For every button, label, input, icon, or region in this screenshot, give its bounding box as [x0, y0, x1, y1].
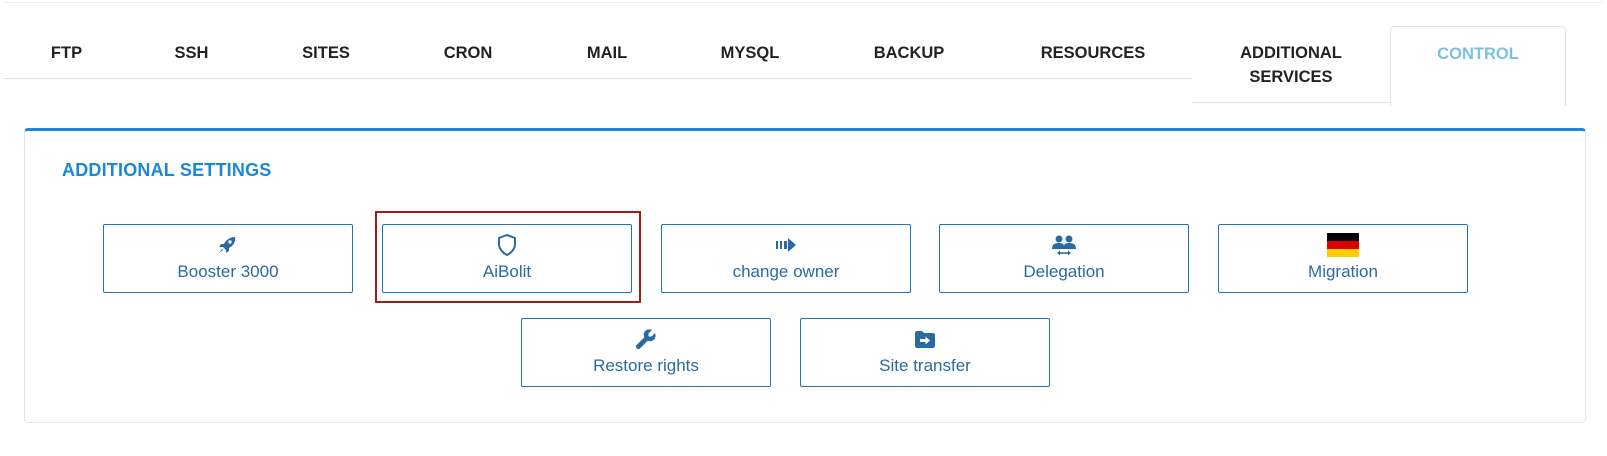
folder-arrow-icon — [905, 327, 945, 351]
tab-additional-services[interactable]: ADDITIONAL SERVICES — [1192, 26, 1390, 103]
top-divider — [4, 2, 1603, 3]
migration-label: Migration — [1308, 262, 1378, 281]
tab-bar: FTP SSH SITES CRON MAIL MYSQL BACKUP RES… — [4, 26, 1600, 106]
tab-ssh[interactable]: SSH — [129, 26, 254, 79]
booster-3000-button[interactable]: Booster 3000 — [103, 224, 353, 293]
tab-mail[interactable]: MAIL — [538, 26, 676, 79]
tab-backup[interactable]: BACKUP — [824, 26, 994, 79]
site-transfer-label: Site transfer — [879, 356, 971, 375]
users-exchange-icon — [1044, 233, 1084, 257]
migration-button[interactable]: Migration — [1218, 224, 1468, 293]
rocket-icon — [208, 233, 248, 257]
tab-sites[interactable]: SITES — [254, 26, 398, 79]
shield-icon — [487, 233, 527, 257]
change-owner-button[interactable]: change owner — [661, 224, 911, 293]
tab-mysql[interactable]: MYSQL — [676, 26, 824, 79]
tab-control[interactable]: CONTROL — [1390, 26, 1566, 106]
panel-title: ADDITIONAL SETTINGS — [62, 160, 272, 180]
restore-rights-button[interactable]: Restore rights — [521, 318, 771, 387]
aibolit-button[interactable]: AiBolit — [382, 224, 632, 293]
wrench-icon — [626, 327, 666, 351]
delegation-button[interactable]: Delegation — [939, 224, 1189, 293]
german-flag-icon — [1323, 233, 1363, 257]
additional-settings-panel: ADDITIONAL SETTINGS — [24, 128, 1586, 423]
tab-ftp[interactable]: FTP — [4, 26, 129, 79]
tab-resources[interactable]: RESOURCES — [994, 26, 1192, 79]
aibolit-label: AiBolit — [482, 262, 532, 281]
delegation-label: Delegation — [1023, 262, 1105, 281]
booster-3000-label: Booster 3000 — [177, 262, 279, 281]
transfer-arrow-icon — [766, 233, 806, 257]
site-transfer-button[interactable]: Site transfer — [800, 318, 1050, 387]
restore-rights-label: Restore rights — [593, 356, 699, 375]
change-owner-label: change owner — [732, 262, 840, 281]
tab-cron[interactable]: CRON — [398, 26, 538, 79]
